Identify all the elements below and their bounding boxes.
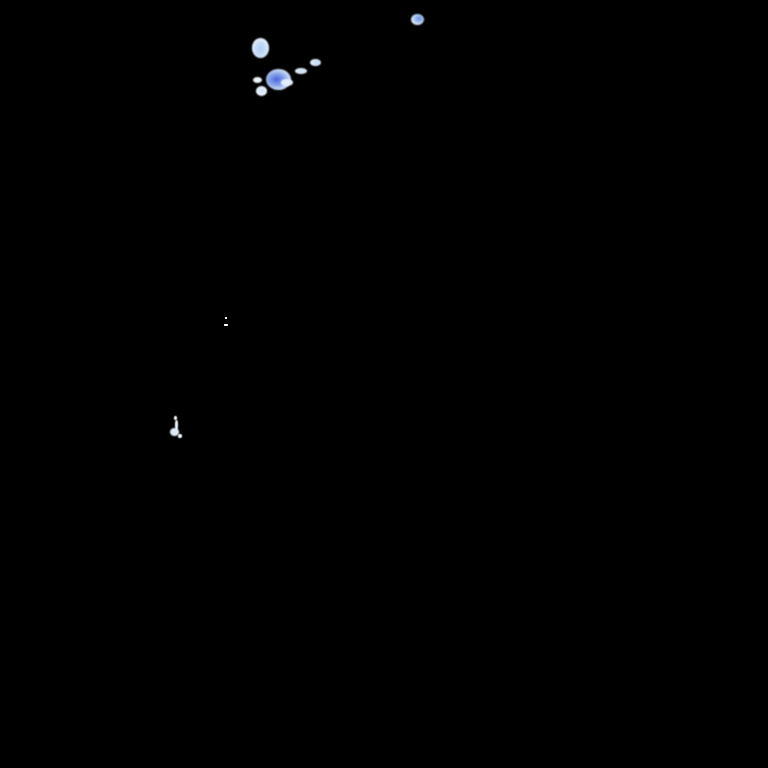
squiggle-blue-patch — [170, 428, 179, 436]
squiggle-top-dot — [174, 416, 177, 420]
white-speck-upper — [225, 317, 227, 319]
precipitation-dash-west-of-b — [253, 77, 262, 83]
precipitation-cell-f — [411, 14, 424, 25]
precipitation-cell-c — [310, 59, 321, 66]
squiggle-streak — [175, 420, 178, 430]
white-speck-lower — [224, 324, 228, 326]
precipitation-cell-b — [266, 69, 291, 90]
precipitation-cell-d — [295, 68, 307, 74]
precipitation-cell-a — [252, 38, 269, 58]
precipitation-cell-b-arm — [281, 79, 293, 86]
precipitation-cell-e — [256, 86, 267, 96]
squiggle-tail-dot — [178, 434, 182, 438]
